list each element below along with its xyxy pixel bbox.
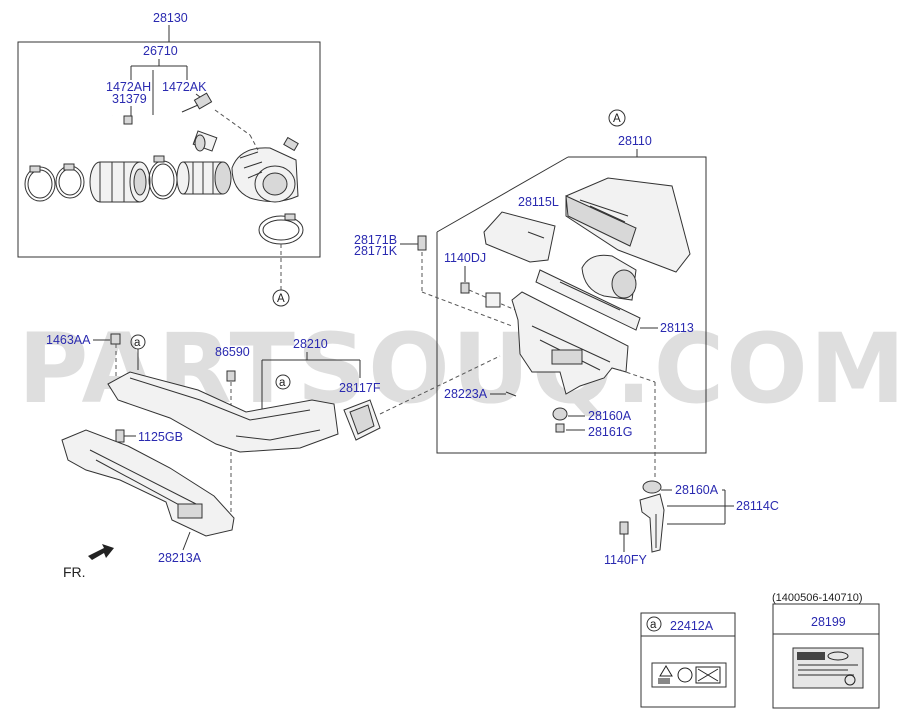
clamp-4 [258,213,304,245]
gasket-28117F [343,399,381,441]
ref-a-1: a [134,337,141,349]
outlet-duct [581,254,637,301]
label-28117F[interactable]: 28117F [339,381,381,395]
mounting-bracket-28114C [639,493,665,553]
duct-fitting [192,130,218,152]
brand-logo-icon [827,651,849,661]
label-28115L[interactable]: 28115L [518,195,559,209]
label-1140FY[interactable]: 1140FY [604,553,648,567]
bolt-1140FY [619,521,629,535]
clamp-3 [148,155,178,200]
label-31379[interactable]: 31379 [112,92,147,106]
seal-icon [844,674,856,686]
filter-element [176,161,232,195]
ref-a-3: a [650,619,657,631]
cross-icon [697,668,719,682]
label-28199[interactable]: 28199 [811,615,846,629]
intake-hose [231,147,299,203]
label-86590[interactable]: 86590 [215,345,250,359]
ref-a-2: a [279,377,286,389]
grommet-28160A-lower [642,480,662,494]
no-symbol-icon [677,667,693,683]
label-1472AK[interactable]: 1472AK [162,80,207,94]
label-28171B[interactable]: 28171B [354,233,397,247]
label-card-22412A: a 22412A [640,612,736,708]
box-28130 [17,41,321,258]
bracket-small [485,292,501,308]
label-22412A[interactable]: 22412A [670,619,714,633]
label-1463AA[interactable]: 1463AA [46,333,91,347]
clamp-1 [24,165,56,202]
clip-86590 [226,370,236,382]
label-28113[interactable]: 28113 [660,321,694,335]
collar-28161G [555,423,565,433]
label-28223A[interactable]: 28223A [444,387,488,401]
bolt-28171B [417,235,427,251]
label-28160A-bot[interactable]: 28160A [675,483,719,497]
front-arrow-icon [88,544,114,560]
label-28160A-top[interactable]: 28160A [588,409,632,423]
label-fr: FR. [63,564,86,580]
filter-element-28113 [535,269,641,331]
warning-icon [659,665,673,677]
label-28114C[interactable]: 28114C [736,499,779,513]
grommet-28160A [552,407,568,421]
hose-clamp [123,115,133,125]
ref-A-left: A [277,293,285,305]
cover-28115L [483,211,556,263]
label-28213A[interactable]: 28213A [158,551,202,565]
air-cleaner-cover [565,177,691,273]
clip-1463AA [110,333,121,345]
duct-bracket-28213A [61,429,235,537]
air-cleaner-lower-case [511,291,629,395]
label-28210[interactable]: 28210 [293,337,328,351]
label-1125GB[interactable]: 1125GB [138,430,183,444]
hose-connector [193,92,213,110]
label-1472AH[interactable]: 1472AH [106,80,151,94]
label-28161G[interactable]: 28161G [588,425,632,439]
bolt-1125GB [115,429,125,443]
label-28110[interactable]: 28110 [618,134,652,148]
intake-duct-28210 [107,371,339,453]
label-card-28199: (1400506-140710) 28199 [772,592,880,709]
clamp-2 [55,163,85,199]
label-date-range: (1400506-140710) [772,592,863,604]
clip-28223A [505,391,517,397]
ref-A-top: A [613,113,621,125]
box-28110 [436,156,707,454]
label-28130[interactable]: 28130 [153,11,188,25]
resonator [89,161,151,203]
label-26710[interactable]: 26710 [143,44,178,58]
bolt-1140DJ [460,282,470,294]
label-28171K[interactable]: 28171K [354,244,398,258]
hose-nipple [283,136,299,152]
label-1140DJ[interactable]: 1140DJ [444,251,486,265]
